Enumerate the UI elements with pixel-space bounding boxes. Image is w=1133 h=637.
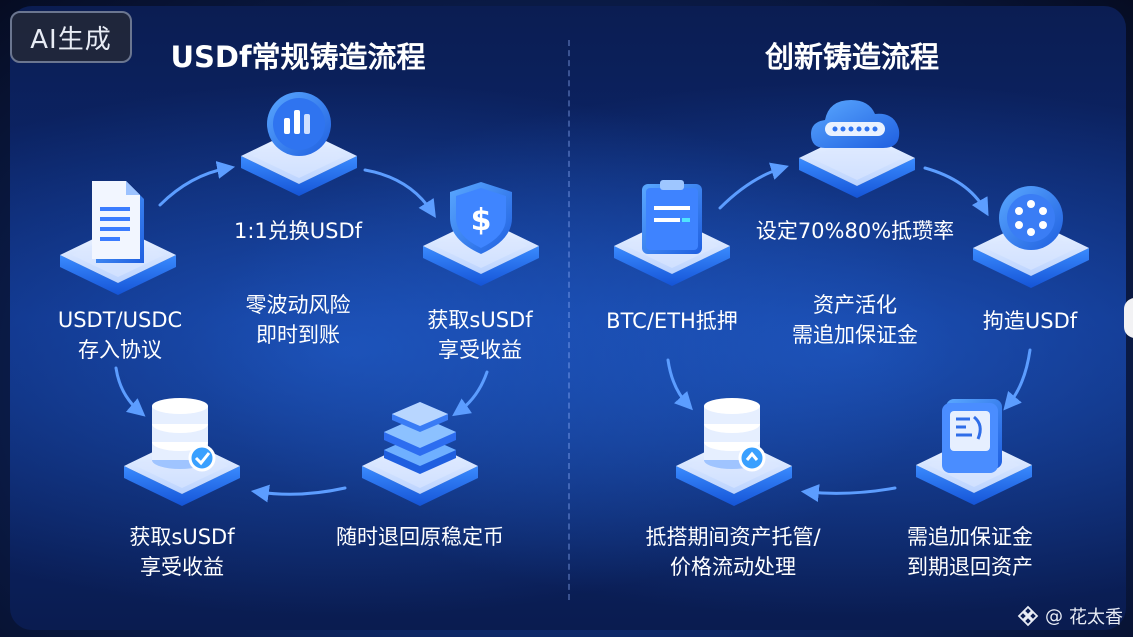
label-ratio: 设定70%80%抵瓒率 (756, 216, 954, 246)
label-deposit: USDT/USDC 存入协议 (58, 305, 182, 365)
label-stake-line2: 享受收益 (438, 338, 522, 362)
label-collateral: BTC/ETH抵押 (606, 306, 738, 336)
arrow-margin-to-custody (800, 484, 897, 502)
label-right-center-line1: 资产活化 (813, 293, 897, 317)
arrow-swap-to-stake (363, 168, 436, 219)
left-title: USDf常规铸造流程 (170, 40, 426, 74)
label-stake-line1: 获取sUSDf (427, 308, 533, 332)
ai-generated-badge: AI生成 (10, 11, 132, 63)
label-ratio-line1: 设定70%80%抵瓒率 (755, 219, 955, 243)
swap-chip-icon (241, 92, 357, 196)
label-earn: 获取sUSDf 享受收益 (129, 522, 234, 582)
document-icon (60, 181, 176, 295)
section-divider (568, 40, 570, 600)
label-margin-line1: 需追加保证金 (907, 525, 1033, 549)
arrow-mint-to-margin (1003, 348, 1032, 411)
shield-dollar-icon: $ (423, 182, 539, 286)
label-left-center-line2: 即时到账 (256, 323, 340, 347)
stacked-layers-icon (362, 402, 478, 506)
custody-database-icon (676, 398, 792, 506)
label-deposit-line1: USDT/USDC (57, 308, 183, 332)
arrow-deposit-to-earn (114, 366, 146, 417)
arrow-collateral-to-custody (666, 358, 693, 411)
arrow-collateral-to-ratio (718, 162, 789, 210)
label-redeem-line1: 随时退回原稳定币 (336, 525, 504, 549)
binance-logo-icon (1017, 605, 1039, 627)
label-custody-line1: 抵搭期间资产托管/ (645, 525, 821, 549)
edge-indicator (1124, 298, 1133, 338)
arrow-stake-to-redeem (452, 370, 489, 417)
label-mint-line1: 拘造USDf (982, 309, 1078, 333)
clipboard-icon (614, 180, 730, 286)
security-card-icon (916, 399, 1032, 505)
label-right-center: 资产活化 需追加保证金 (792, 290, 918, 350)
watermark-at: @ (1045, 605, 1063, 627)
database-icon (124, 398, 240, 506)
label-margin: 需追加保证金 到期退回资产 (907, 522, 1033, 582)
mint-coin-icon (973, 186, 1089, 288)
background-panel (10, 6, 1126, 630)
arrow-redeem-to-earn (250, 484, 347, 503)
right-title: 创新铸造流程 (764, 40, 940, 74)
label-margin-line2: 到期退回资产 (907, 555, 1033, 579)
label-left-center-line1: 零波动风险 (245, 293, 351, 317)
label-deposit-line2: 存入协议 (78, 338, 162, 362)
watermark-author: 花太香 (1069, 607, 1123, 628)
label-stake: 获取sUSDf 享受收益 (427, 305, 532, 365)
label-swap-line1: 1:1兑换USDf (233, 219, 363, 243)
label-redeem: 随时退回原稳定币 (336, 522, 504, 552)
label-custody: 抵搭期间资产托管/ 价格流动处理 (645, 522, 820, 582)
label-earn-line2: 享受收益 (140, 555, 224, 579)
svg-text:$: $ (471, 203, 492, 238)
arrow-ratio-to-mint (923, 166, 989, 217)
cloud-icon (799, 100, 915, 198)
label-right-center-line2: 需追加保证金 (792, 323, 918, 347)
label-left-center: 零波动风险 即时到账 (246, 290, 351, 350)
label-mint: 拘造USDf (983, 306, 1077, 336)
watermark: @ 花太香 (1017, 603, 1123, 629)
label-collateral-line1: BTC/ETH抵押 (606, 309, 738, 333)
arrow-deposit-to-swap (158, 161, 236, 207)
label-custody-line2: 价格流动处理 (669, 555, 796, 579)
label-swap: 1:1兑换USDf (234, 216, 362, 246)
label-earn-line1: 获取sUSDf (129, 525, 235, 549)
